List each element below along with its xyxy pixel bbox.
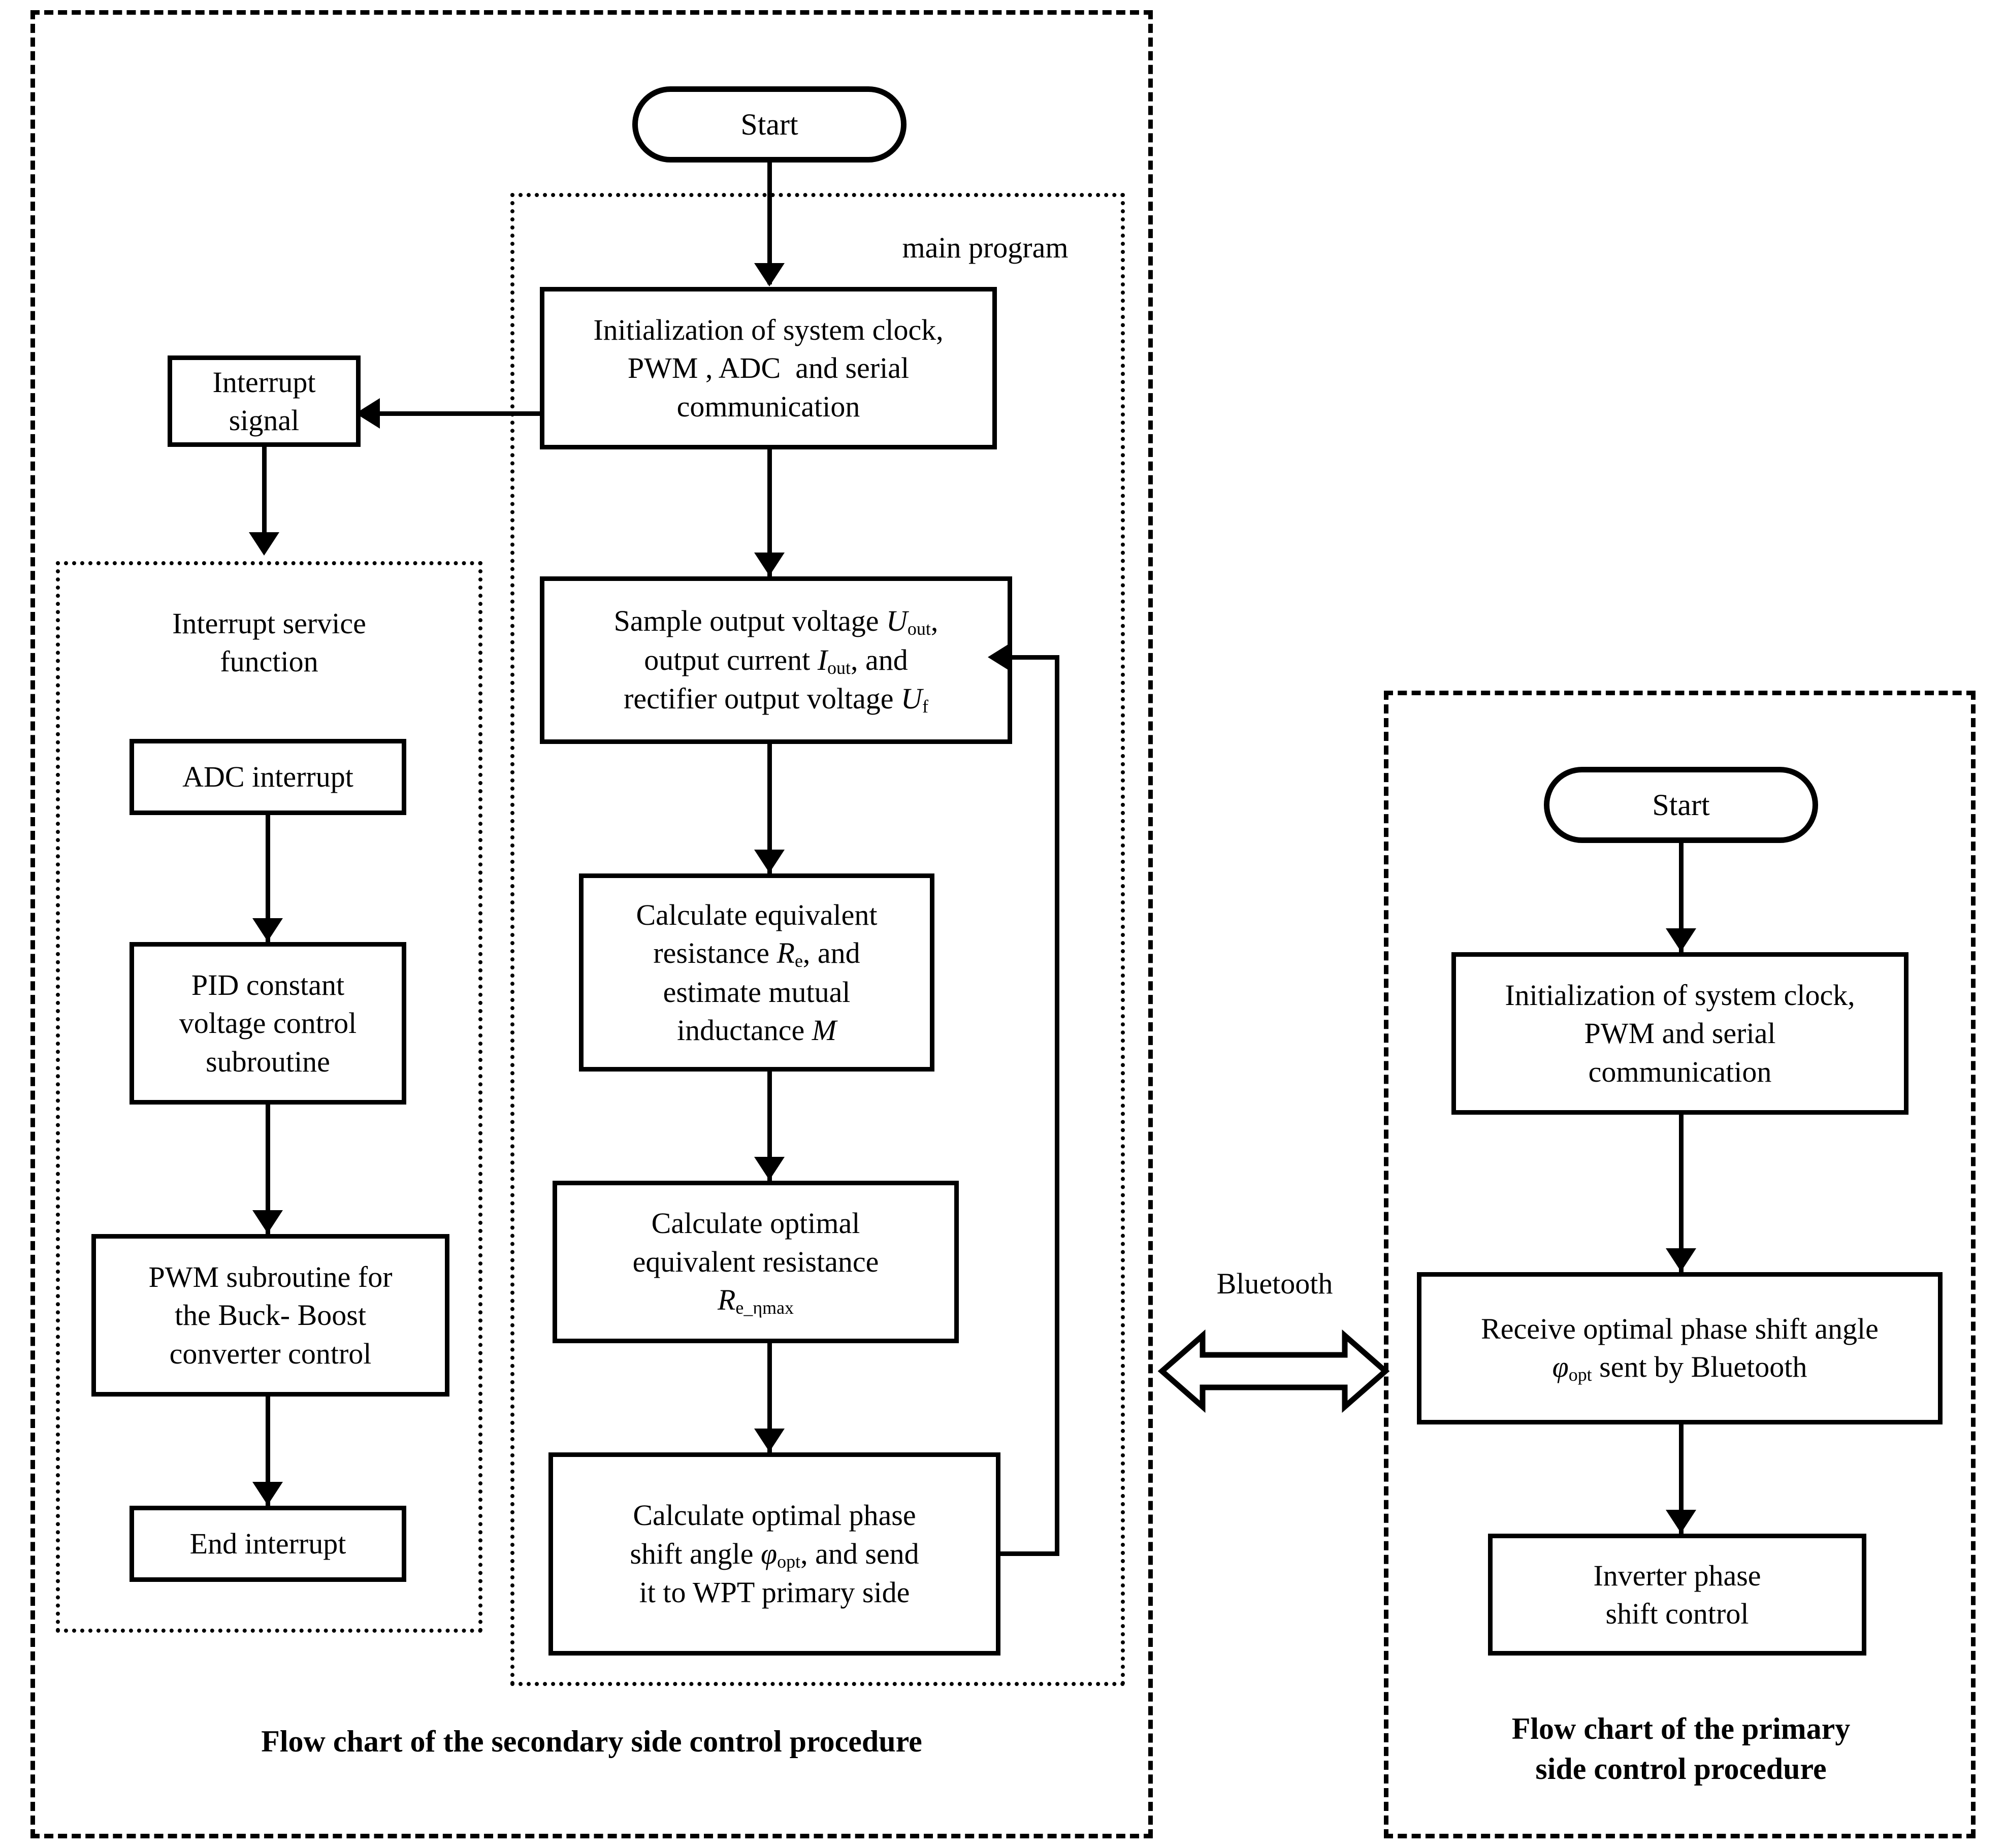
connector-init-to-interrupt-signal [355,411,541,416]
main-step-calc-phase-shift: Calculate optimal phase shift angle φopt… [548,1452,1000,1656]
interrupt-service-function-group [56,561,482,1633]
secondary-side-caption: Flow chart of the secondary side control… [261,1725,922,1758]
isr-step-adc-interrupt-label: ADC interrupt [182,760,353,794]
main-step-calc-optimal-resistance-label: Calculate optimal equivalent resistance … [632,1207,879,1318]
connector-start-to-init [767,163,772,284]
bluetooth-bidirectional-arrow-icon [1157,1329,1390,1413]
feedback-loop-bottom-segment [996,1551,1059,1556]
primary-side-panel [1384,691,1976,1838]
main-step-calc-equivalent-resistance: Calculate equivalent resistance Re, and … [579,873,934,1072]
connector-pwm-to-end [266,1397,270,1506]
secondary-side-panel [30,10,1153,1838]
main-step-calc-optimal-resistance: Calculate optimal equivalent resistance … [553,1181,959,1343]
isr-step-adc-interrupt: ADC interrupt [130,739,406,815]
connector-pid-to-pwm [266,1105,270,1234]
main-step-calc-phase-shift-label: Calculate optimal phase shift angle φopt… [630,1499,919,1609]
connector-calc-opt-re-to-calc-phase [767,1343,772,1452]
main-step-initialization: Initialization of system clock,PWM , ADC… [540,287,997,449]
connector-sample-to-calc-re [767,744,772,873]
isr-group-label: Interrupt service function [172,607,366,678]
main-step-sample: Sample output voltage Uout, output curre… [540,576,1012,744]
arrowhead-primary-init-to-receive [1666,1248,1696,1272]
main-program-label: main program [902,231,1069,264]
connector-primary-receive-to-inverter [1679,1424,1684,1534]
secondary-start-label: Start [740,107,798,141]
primary-start-terminator: Start [1544,767,1818,843]
primary-step-receive-phase-shift-label: Receive optimal phase shift angle φopt s… [1481,1312,1879,1385]
arrowhead-primary-start-to-init [1666,928,1696,952]
arrowhead-interrupt-signal-to-isr [249,532,279,556]
primary-step-initialization-label: Initialization of system clock,PWM and s… [1505,978,1855,1088]
arrowhead-primary-receive-to-inverter [1666,1510,1696,1533]
arrowhead-pwm-to-end [252,1482,283,1505]
feedback-loop-vertical-segment [1055,655,1059,1556]
arrowhead-init-to-sample [754,553,785,576]
arrowhead-feedback-loop [988,642,1012,672]
feedback-loop-top-segment [1012,655,1059,660]
arrowhead-sample-to-calc-re [754,850,785,873]
connector-primary-start-to-init [1679,843,1684,952]
main-step-initialization-label: Initialization of system clock,PWM , ADC… [593,313,944,423]
primary-step-receive-phase-shift: Receive optimal phase shift angle φopt s… [1417,1272,1943,1424]
primary-step-initialization: Initialization of system clock,PWM and s… [1451,952,1908,1115]
connector-adc-to-pid [266,815,270,942]
arrowhead-calc-opt-re-to-calc-phase [754,1429,785,1452]
main-program-group [510,193,1125,1686]
connector-init-to-sample [767,449,772,576]
arrowhead-calc-re-to-calc-opt-re [754,1157,785,1180]
arrowhead-adc-to-pid [252,918,283,942]
connector-interrupt-signal-to-isr [262,447,267,543]
arrowhead-pid-to-pwm [252,1210,283,1234]
arrowhead-start-to-init [754,263,785,286]
isr-step-end-interrupt-label: End interrupt [189,1527,346,1561]
isr-step-end-interrupt: End interrupt [130,1506,406,1582]
secondary-start-terminator: Start [632,86,907,163]
main-step-calc-equivalent-resistance-label: Calculate equivalent resistance Re, and … [636,898,878,1047]
primary-side-caption: Flow chart of the primary side control p… [1511,1712,1851,1786]
bluetooth-link-label: Bluetooth [1216,1267,1333,1300]
connector-calc-re-to-calc-opt-re [767,1072,772,1181]
primary-start-label: Start [1652,788,1710,822]
connector-primary-init-to-receive [1679,1115,1684,1272]
main-step-sample-label: Sample output voltage Uout, output curre… [613,604,939,717]
